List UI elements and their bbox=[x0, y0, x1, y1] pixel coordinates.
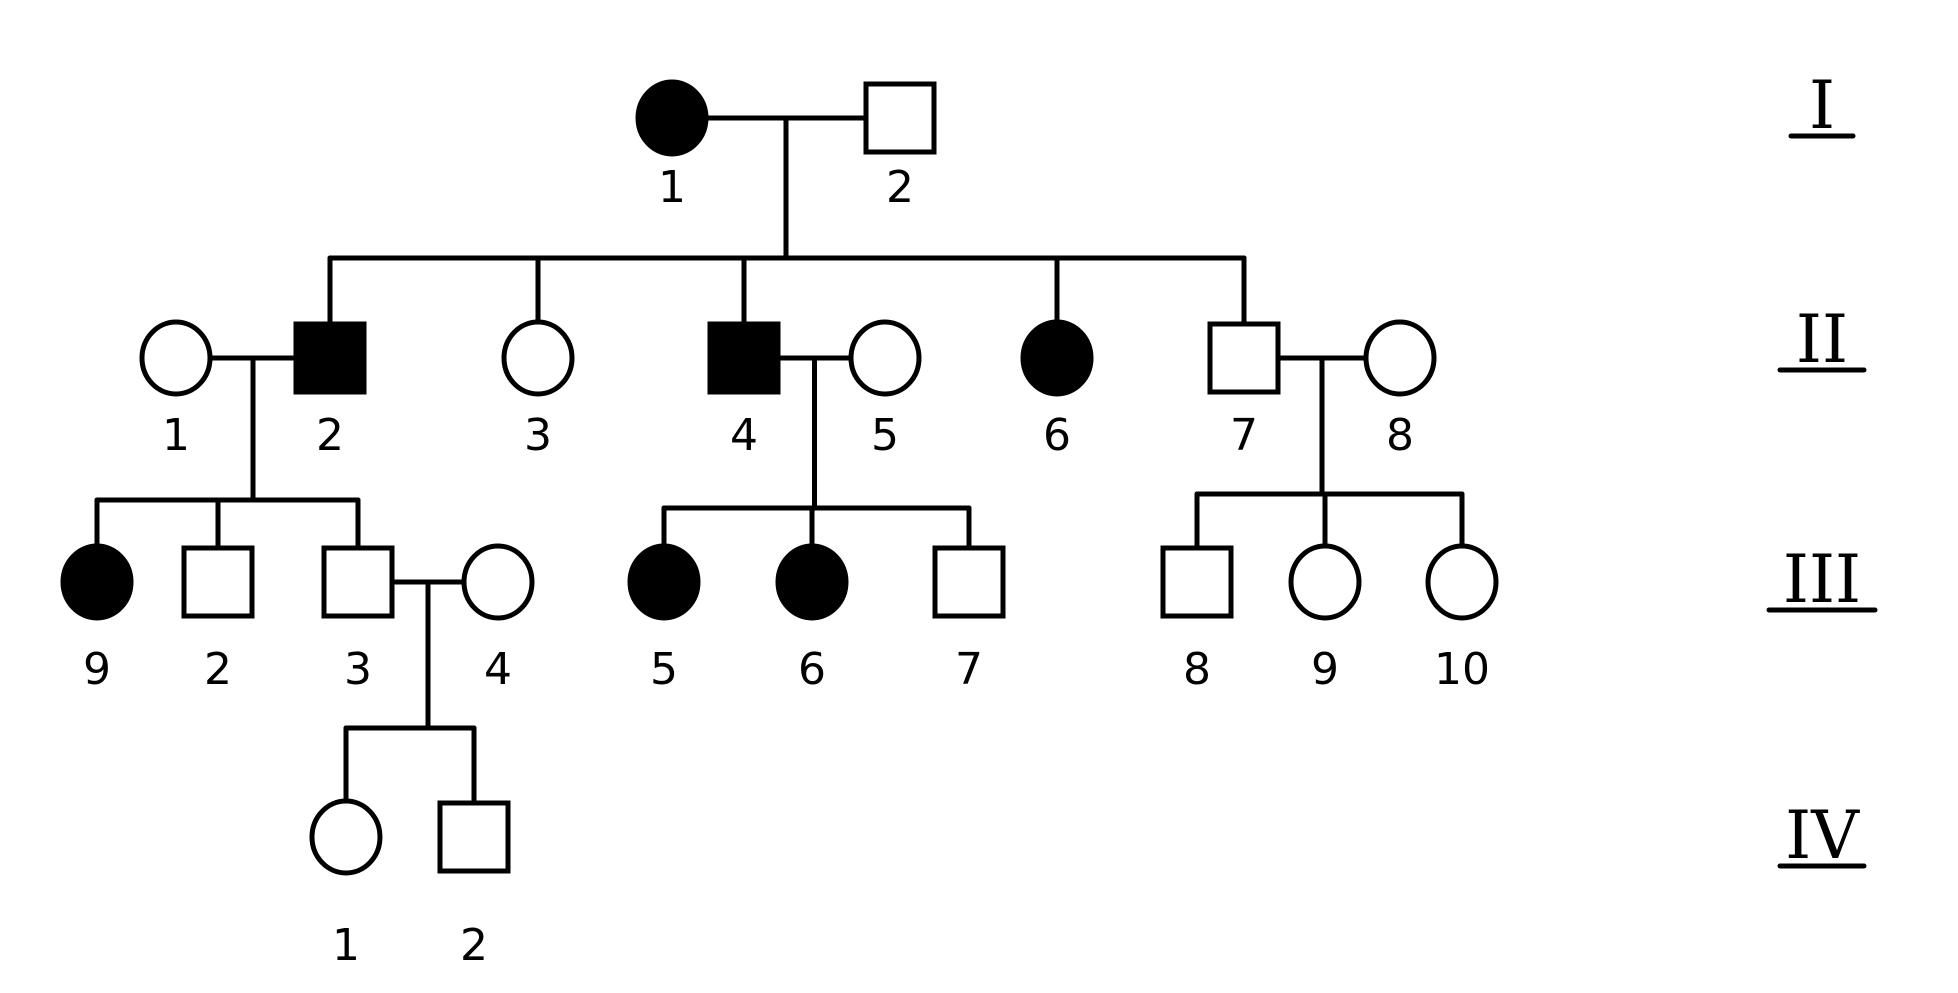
generation-label-ii: II bbox=[1796, 301, 1848, 378]
individual-label-iv-1: 1 bbox=[332, 920, 360, 971]
unaffected-male-square-iii-2 bbox=[181, 545, 255, 619]
unaffected-male-square-iii-7 bbox=[932, 545, 1006, 619]
affected-female-circle-i-1 bbox=[635, 79, 709, 157]
individual-label-iii-10: 10 bbox=[1434, 644, 1490, 695]
unaffected-female-circle-iii-10 bbox=[1425, 543, 1499, 621]
generation-label-iv: IV bbox=[1785, 797, 1860, 874]
individual-label-ii-8: 8 bbox=[1386, 410, 1414, 461]
individual-label-iii-3: 3 bbox=[344, 644, 372, 695]
unaffected-male-square-iii-3 bbox=[321, 545, 395, 619]
unaffected-female-circle-ii-5 bbox=[848, 319, 922, 397]
unaffected-male-square-iv-2 bbox=[437, 800, 511, 874]
individual-label-ii-5: 5 bbox=[871, 410, 899, 461]
individual-label-ii-2: 2 bbox=[316, 410, 344, 461]
unaffected-female-circle-iii-9 bbox=[1288, 543, 1362, 621]
unaffected-male-square-ii-7 bbox=[1207, 321, 1281, 395]
individual-labels: 1 2 1 2 3 4 5 6 7 8 9 2 3 4 5 6 7 8 9 10 1 2 bbox=[83, 162, 1490, 971]
individual-label-i-2: 2 bbox=[886, 162, 914, 213]
unaffected-female-circle-iii-4 bbox=[461, 543, 535, 621]
individual-label-iii-2: 2 bbox=[204, 644, 232, 695]
generation-label-iii: III bbox=[1783, 541, 1861, 618]
affected-male-square-ii-2 bbox=[293, 321, 367, 395]
individual-label-iv-2: 2 bbox=[460, 920, 488, 971]
unaffected-female-circle-ii-1 bbox=[139, 319, 213, 397]
individual-label-ii-4: 4 bbox=[730, 410, 758, 461]
individual-label-ii-3: 3 bbox=[524, 410, 552, 461]
individual-label-ii-1: 1 bbox=[162, 410, 190, 461]
affected-male-square-ii-4 bbox=[707, 321, 781, 395]
affected-female-circle-iii-6 bbox=[775, 543, 849, 621]
relationship-lines bbox=[94, 115, 1465, 806]
individual-label-iii-1: 9 bbox=[83, 644, 111, 695]
individual-label-iii-5: 5 bbox=[650, 644, 678, 695]
individual-label-iii-4: 4 bbox=[484, 644, 512, 695]
individual-label-i-1: 1 bbox=[658, 162, 686, 213]
individual-label-ii-6: 6 bbox=[1043, 410, 1071, 461]
affected-female-circle-ii-6 bbox=[1020, 319, 1094, 397]
individual-label-iii-8: 8 bbox=[1183, 644, 1211, 695]
individual-symbols bbox=[60, 79, 1499, 876]
individual-label-ii-7: 7 bbox=[1230, 410, 1258, 461]
unaffected-female-circle-iv-1 bbox=[309, 798, 383, 876]
unaffected-male-square-i-2 bbox=[863, 81, 937, 155]
affected-female-circle-iii-5 bbox=[627, 543, 701, 621]
individual-label-iii-7: 7 bbox=[955, 644, 983, 695]
affected-female-circle-iii-1 bbox=[60, 543, 134, 621]
individual-label-iii-6: 6 bbox=[798, 644, 826, 695]
unaffected-female-circle-ii-3 bbox=[501, 319, 575, 397]
generation-labels: I II III IV bbox=[1766, 67, 1878, 874]
unaffected-female-circle-ii-8 bbox=[1363, 319, 1437, 397]
generation-label-i: I bbox=[1809, 67, 1835, 144]
individual-label-iii-9: 9 bbox=[1311, 644, 1339, 695]
unaffected-male-square-iii-8 bbox=[1160, 545, 1234, 619]
